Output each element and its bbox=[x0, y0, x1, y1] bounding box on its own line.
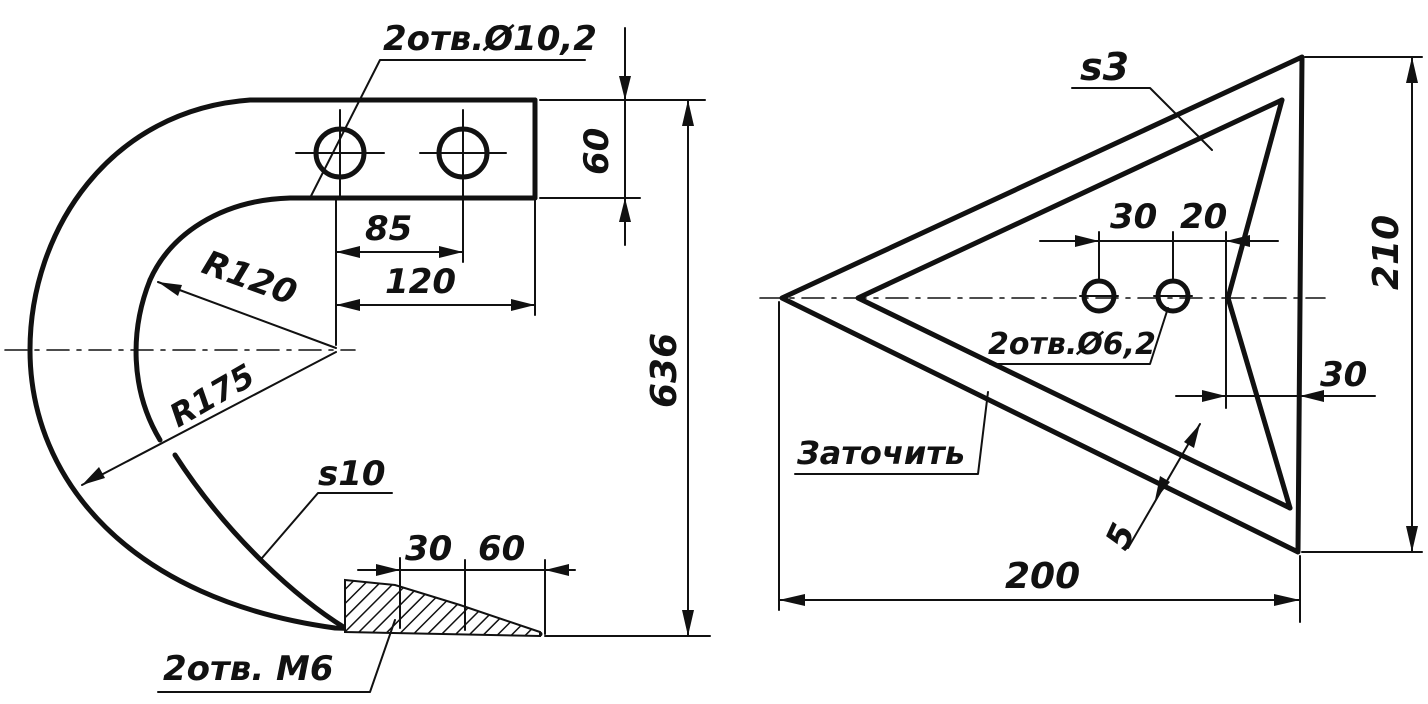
dim-30-right-text: 30 bbox=[1320, 355, 1367, 395]
s10-leader bbox=[261, 492, 393, 559]
right-hole-2 bbox=[1153, 278, 1193, 314]
r175-arrow bbox=[82, 467, 105, 485]
dim-bottom-60-text: 60 bbox=[478, 529, 525, 569]
dim-30-right-arrow-2 bbox=[1300, 390, 1324, 402]
dim-60-arrow-bottom bbox=[619, 198, 631, 222]
dim-5-arrow-top bbox=[1184, 424, 1200, 448]
dim-120-arrow-left bbox=[336, 299, 360, 311]
hatched-section bbox=[344, 578, 541, 638]
dim-20-arrow bbox=[1226, 235, 1250, 247]
dim-30-right-arrow-1 bbox=[1202, 390, 1226, 402]
dim-636-text: 636 bbox=[644, 333, 685, 408]
dim-60-text: 60 bbox=[577, 128, 617, 175]
dim-60-arrow-top bbox=[619, 76, 631, 100]
dim-30-arrow bbox=[1075, 235, 1099, 247]
dim-636-arrow-top bbox=[682, 100, 694, 126]
r120-arrow bbox=[158, 282, 182, 296]
blade-outer-triangle bbox=[779, 54, 1305, 555]
dim-20-text: 20 bbox=[1180, 197, 1227, 237]
s3-text: s3 bbox=[1080, 45, 1129, 89]
inner-arc-r120 bbox=[133, 277, 163, 443]
dim-5-text: 5 bbox=[1098, 517, 1144, 555]
r175-text: R175 bbox=[163, 356, 261, 435]
holes-right-text: 2отв.Ø6,2 bbox=[988, 327, 1156, 362]
sharpen-leader bbox=[794, 391, 989, 475]
s10-text: s10 bbox=[318, 454, 386, 494]
dim-200-text: 200 bbox=[1005, 556, 1080, 597]
r120-line bbox=[157, 281, 337, 349]
holes-top-label: 2отв.Ø10,2 bbox=[383, 19, 597, 59]
dim-30-text: 30 bbox=[1110, 197, 1157, 237]
left-outer-contour bbox=[27, 97, 543, 637]
dim-200-arrow-right bbox=[1274, 594, 1300, 606]
right-part: s3 30 20 2отв.Ø6,2 30 Заточить bbox=[759, 45, 1423, 623]
dim-85-arrow-right bbox=[439, 246, 463, 258]
blade-inner-bevel bbox=[855, 97, 1293, 511]
dim-120-arrow-right bbox=[511, 299, 535, 311]
m6-holes-text: 2отв. М6 bbox=[163, 649, 333, 689]
r175-line bbox=[81, 351, 337, 486]
holes-top-leader bbox=[309, 59, 586, 199]
dim-120-text: 120 bbox=[385, 262, 456, 302]
dim-200-arrow-left bbox=[779, 594, 805, 606]
dim-85-text: 85 bbox=[365, 209, 412, 249]
left-bar-bottom bbox=[147, 195, 538, 283]
dim-636-arrow-bottom bbox=[682, 610, 694, 636]
dim-bottom-arrow-2 bbox=[545, 564, 569, 576]
dim-bottom-30-text: 30 bbox=[405, 529, 452, 569]
inner-arc-lower bbox=[172, 452, 348, 631]
m6-leader bbox=[157, 619, 396, 693]
dim-210-arrow-top bbox=[1406, 57, 1418, 83]
right-hole-1 bbox=[1079, 278, 1119, 314]
left-part: 2отв.Ø10,2 60 85 120 R120 R175 bbox=[4, 19, 711, 693]
dim-210-arrow-bottom bbox=[1406, 526, 1418, 552]
dim-5-arrow-bottom bbox=[1155, 476, 1170, 500]
blade-inner-right bbox=[1225, 97, 1293, 511]
top-hole-2 bbox=[419, 109, 507, 197]
holes-right-leader bbox=[989, 307, 1169, 365]
dim-85-arrow-left bbox=[336, 246, 360, 258]
sharpen-text: Заточить bbox=[796, 434, 965, 472]
s3-leader bbox=[1071, 87, 1213, 151]
top-hole-1 bbox=[295, 109, 385, 197]
dim-210-text: 210 bbox=[1366, 215, 1407, 290]
dim-bottom-arrow-1 bbox=[376, 564, 400, 576]
